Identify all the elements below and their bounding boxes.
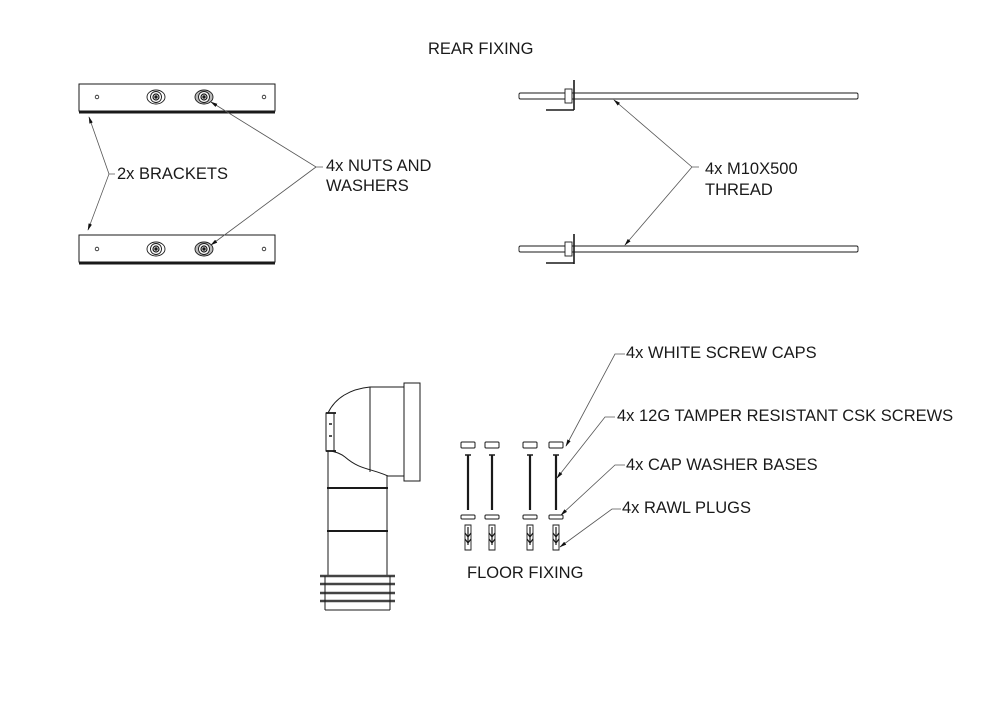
screw-cap bbox=[484, 441, 500, 449]
floor-fixing-set bbox=[484, 441, 500, 551]
nuts-label-line2: WASHERS bbox=[326, 177, 409, 195]
cap-washer-base bbox=[460, 514, 476, 520]
floor-fixing-title: FLOOR FIXING bbox=[467, 564, 584, 582]
rawl-plug-fins bbox=[552, 527, 560, 545]
thread-leader bbox=[613, 99, 699, 246]
floor-fixing-set bbox=[460, 441, 476, 551]
nut-washer bbox=[146, 241, 166, 257]
floor-fixing-set bbox=[522, 441, 538, 551]
bracket-top bbox=[78, 83, 276, 114]
thread-label-line1: 4x M10X500 bbox=[705, 160, 798, 178]
pan-connector-bend bbox=[320, 382, 421, 611]
screws-label: 4x 12G TAMPER RESISTANT CSK SCREWS bbox=[617, 407, 954, 425]
floor-fixing-leaders bbox=[556, 353, 625, 548]
rawl-plug-fins bbox=[464, 527, 472, 545]
threaded-rod-top bbox=[518, 80, 859, 111]
nuts-leader bbox=[210, 101, 323, 246]
rawl-plug-fins bbox=[526, 527, 534, 545]
screw-cap bbox=[460, 441, 476, 449]
cap-washer-base bbox=[522, 514, 538, 520]
rawl-plugs-label: 4x RAWL PLUGS bbox=[622, 499, 751, 517]
washer-bases-label: 4x CAP WASHER BASES bbox=[626, 456, 818, 474]
nut-washer bbox=[194, 241, 214, 257]
thread-label-line2: THREAD bbox=[705, 181, 773, 199]
nut-washer bbox=[146, 89, 166, 105]
cap-washer-base bbox=[548, 514, 564, 520]
rawl-plug-fins bbox=[488, 527, 496, 545]
screw-caps-label: 4x WHITE SCREW CAPS bbox=[626, 344, 817, 362]
screw-cap bbox=[522, 441, 538, 449]
threaded-rod-bottom bbox=[518, 234, 859, 264]
brackets-label: 2x BRACKETS bbox=[117, 165, 228, 183]
rear-fixing-title: REAR FIXING bbox=[428, 40, 534, 58]
nut-washer bbox=[194, 89, 214, 105]
brackets-leader bbox=[87, 116, 115, 231]
screw-cap bbox=[548, 441, 564, 449]
bracket-bottom bbox=[78, 234, 276, 265]
nuts-label-line1: 4x NUTS AND bbox=[326, 157, 432, 175]
cap-washer-base bbox=[484, 514, 500, 520]
floor-fixing-set bbox=[548, 441, 564, 551]
